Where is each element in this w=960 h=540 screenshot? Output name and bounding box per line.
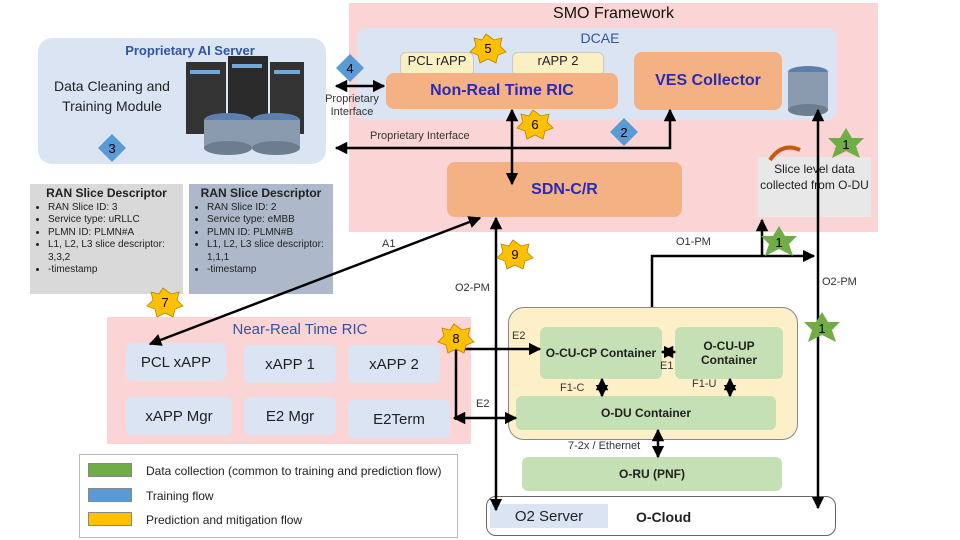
xapp-1: xAPP 1: [244, 345, 336, 383]
legend-label-blue: Training flow: [146, 489, 214, 503]
f1u-label: F1-U: [692, 378, 717, 390]
badge-1a-shape: [828, 128, 864, 158]
badge-5-shape: [469, 33, 507, 64]
dcae-title: DCAE: [580, 30, 620, 46]
database-icon: [204, 113, 300, 155]
legend-swatch-yellow: [88, 512, 132, 526]
non-rt-ric: Non-Real Time RIC: [386, 73, 618, 109]
descriptor-1-title: RAN Slice Descriptor: [46, 186, 167, 200]
o-ru-pnf: O-RU (PNF): [522, 457, 782, 491]
badge-3-shape: [98, 134, 126, 162]
o-cu-up-container: O-CU-UP Container: [675, 327, 783, 379]
badge-1b-shape: [761, 226, 797, 256]
rapp2-tab: rAPP 2: [512, 52, 604, 76]
o-du-container: O-DU Container: [516, 396, 776, 430]
badge-9-shape: [496, 239, 534, 270]
badge-4: 4: [346, 61, 353, 76]
o2-server: O2 Server: [490, 504, 608, 528]
training-module-label: Data Cleaning and Training Module: [54, 78, 170, 114]
sdn-c-r-label: SDN-C/R: [531, 180, 598, 198]
badge-1a: 1: [842, 137, 849, 152]
legend-swatch-green: [88, 463, 132, 477]
badge-4-shape: [336, 54, 364, 82]
badge-5: 5: [484, 41, 491, 56]
badge-7-shape: [146, 287, 184, 318]
badge-9: 9: [511, 247, 518, 262]
xapp-mgr: xAPP Mgr: [126, 397, 232, 435]
pcl-rapp-label: PCL rAPP: [407, 53, 467, 68]
badge-1c-shape: [804, 312, 840, 342]
badge-2: 2: [620, 125, 627, 140]
proprietary-interface-label-2: Proprietary Interface: [370, 130, 470, 142]
o1pm-label: O1-PM: [676, 236, 711, 248]
e2-mgr: E2 Mgr: [244, 397, 336, 435]
badge-1c: 1: [818, 321, 825, 336]
e2-bottom-label: E2: [476, 398, 490, 410]
fronthaul-label: 7-2x / Ethernet: [568, 440, 641, 452]
legend-label-yellow: Prediction and mitigation flow: [146, 513, 303, 527]
legend-swatch-blue: [88, 488, 132, 502]
descriptor-1-item: Service type: uRLLC: [48, 214, 179, 227]
badge-8-shape: [437, 323, 475, 354]
xapp-2: xAPP 2: [348, 345, 440, 383]
ai-server-title: Proprietary AI Server: [125, 43, 255, 58]
o-cloud-label: O-Cloud: [636, 509, 692, 525]
badge-6: 6: [531, 117, 538, 132]
o2pm-left-label: O2-PM: [455, 282, 490, 294]
e1-label: E1: [660, 360, 674, 372]
badge-3: 3: [108, 141, 115, 156]
rapp2-label: rAPP 2: [537, 53, 579, 68]
descriptor-1-item: L1, L2, L3 slice descriptor: 3,3,2: [48, 239, 179, 264]
legend: Data collection (common to training and …: [79, 454, 458, 538]
smo-title: SMO Framework: [553, 5, 674, 22]
e2-top-label: E2: [512, 330, 526, 342]
sdn-c-r: SDN-C/R: [447, 162, 682, 217]
pcl-rapp-tab: PCL rAPP: [400, 52, 474, 76]
descriptor-2-title: RAN Slice Descriptor: [200, 186, 322, 200]
e2term: E2Term: [348, 400, 450, 438]
non-rt-ric-label: Non-Real Time RIC: [430, 82, 574, 99]
o-cu-cp-container: O-CU-CP Container: [540, 327, 662, 379]
descriptor-1-item: PLMN ID: PLMN#A: [48, 227, 179, 240]
a1-label: A1: [382, 238, 396, 250]
badge-6-shape: [516, 109, 554, 140]
proprietary-interface-label-1: Proprietary Interface: [325, 93, 379, 118]
descriptor-1-item: -timestamp: [48, 264, 179, 277]
o2pm-right-label: O2-PM: [822, 276, 857, 288]
descriptor-2-item: RAN Slice ID: 2: [207, 202, 329, 215]
ves-database-icon: [788, 66, 828, 116]
ves-collector-label: VES Collector: [655, 72, 761, 89]
badge-7: 7: [161, 295, 168, 310]
badge-2-shape: [610, 118, 638, 146]
legend-label-green: Data collection (common to training and …: [146, 464, 442, 478]
f1c-label: F1-C: [560, 382, 585, 394]
badge-8: 8: [452, 331, 459, 346]
pcl-xapp: PCL xAPP: [126, 343, 226, 381]
ves-collector: VES Collector: [634, 52, 782, 110]
descriptor-1-item: RAN Slice ID: 3: [48, 202, 179, 215]
badge-1b: 1: [775, 235, 782, 250]
badge-group: 1 1 1 2 3 4 5 6 7 8 9: [98, 33, 864, 354]
